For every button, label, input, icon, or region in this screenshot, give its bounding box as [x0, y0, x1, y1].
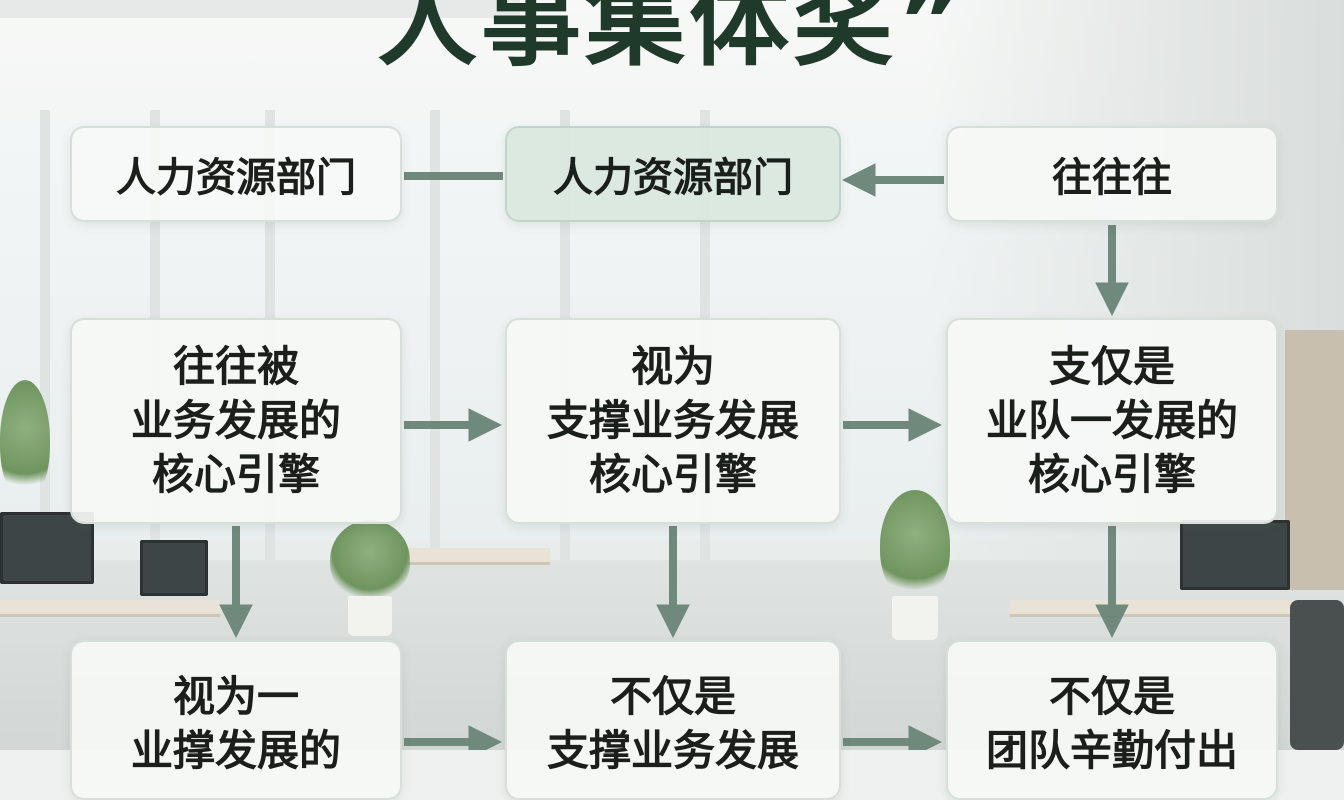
- monitor: [1180, 520, 1290, 590]
- bottom-box-3-line-1: 不仅是: [1048, 672, 1175, 721]
- desk: [400, 548, 550, 565]
- middle-box-1-line-2: 业务发展的: [130, 396, 341, 445]
- bottom-box-3: 不仅是 团队辛勤付出: [946, 640, 1278, 800]
- header-box-3: 往往往: [946, 126, 1278, 222]
- page-title: 人事集体奖”: [377, 0, 967, 80]
- middle-box-3-line-1: 支仅是: [1048, 342, 1175, 391]
- desk: [0, 600, 220, 617]
- bottom-box-2-line-1: 不仅是: [609, 672, 736, 721]
- window-mullion: [40, 110, 50, 570]
- middle-box-2: 视为 支撑业务发展 核心引擎: [505, 318, 841, 524]
- header-box-2-label: 人力资源部门: [553, 155, 793, 201]
- bookshelf: [1285, 330, 1344, 590]
- middle-box-1-line-3: 核心引擎: [151, 450, 320, 499]
- middle-box-2-line-1: 视为: [630, 342, 715, 391]
- middle-box-3-line-2: 业队一发展的: [985, 396, 1238, 445]
- plant: [880, 490, 950, 600]
- header-box-3-label: 往往往: [1052, 155, 1172, 201]
- middle-box-3: 支仅是 业队一发展的 核心引擎: [946, 318, 1278, 524]
- plant: [0, 380, 50, 500]
- header-box-2: 人力资源部门: [505, 126, 841, 222]
- bottom-box-2: 不仅是 支撑业务发展: [505, 640, 841, 800]
- middle-box-3-line-3: 核心引擎: [1027, 450, 1196, 499]
- header-box-1: 人力资源部门: [70, 126, 402, 222]
- ceiling-beam: [0, 0, 520, 18]
- bottom-box-1-line-1: 视为一: [172, 672, 299, 721]
- bottom-box-2-line-2: 支撑业务发展: [546, 726, 799, 775]
- middle-box-1: 往往被 业务发展的 核心引擎: [70, 318, 402, 524]
- office-chair: [1290, 600, 1344, 750]
- desk: [1010, 600, 1300, 617]
- window-mullion: [430, 110, 440, 570]
- bottom-box-1: 视为一 业撑发展的: [70, 640, 402, 800]
- bottom-box-3-line-2: 团队辛勤付出: [985, 726, 1238, 775]
- monitor: [140, 540, 208, 596]
- middle-box-1-line-1: 往往被: [172, 342, 299, 391]
- header-box-1-label: 人力资源部门: [116, 155, 356, 201]
- monitor: [0, 512, 94, 584]
- plant-pot: [892, 596, 938, 640]
- plant: [330, 520, 410, 600]
- plant-pot: [348, 596, 392, 636]
- bottom-box-1-line-2: 业撑发展的: [130, 726, 341, 775]
- middle-box-2-line-2: 支撑业务发展: [546, 396, 799, 445]
- middle-box-2-line-3: 核心引擎: [588, 450, 757, 499]
